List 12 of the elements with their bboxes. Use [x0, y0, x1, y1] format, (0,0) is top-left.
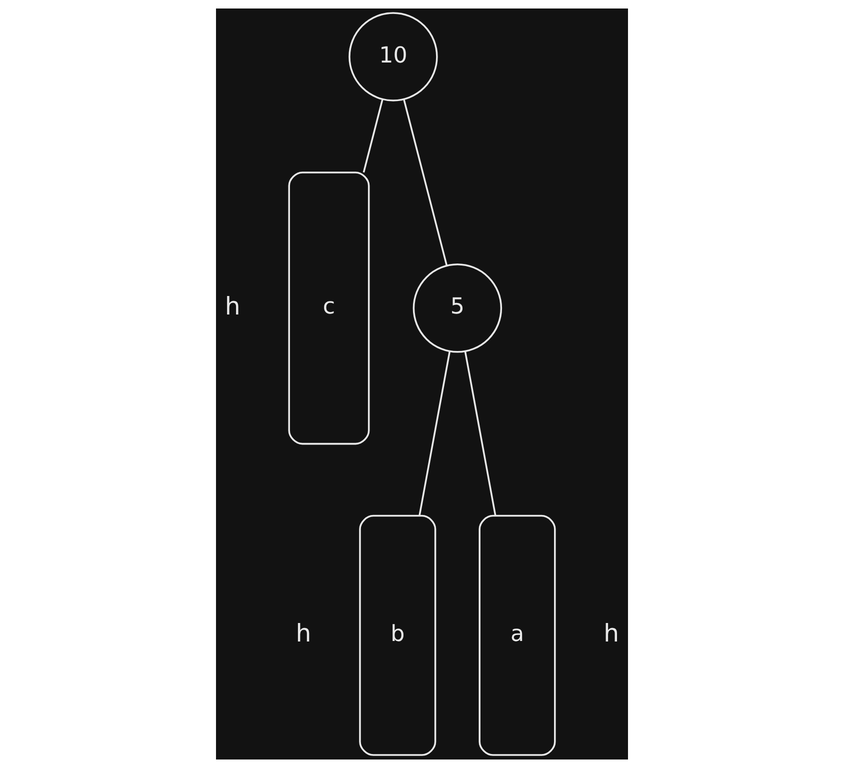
connector	[402, 99, 448, 266]
node-circle: 10	[348, 12, 438, 102]
node-box: a	[478, 514, 556, 756]
node-label: h	[295, 618, 311, 648]
connector	[464, 351, 496, 516]
node-box: b	[358, 514, 436, 756]
node-circle: 5	[412, 264, 502, 353]
connector	[362, 99, 383, 173]
node-box: c	[288, 172, 370, 445]
node-label: h	[603, 618, 619, 648]
node-label: h	[224, 291, 240, 320]
connector	[418, 351, 450, 516]
